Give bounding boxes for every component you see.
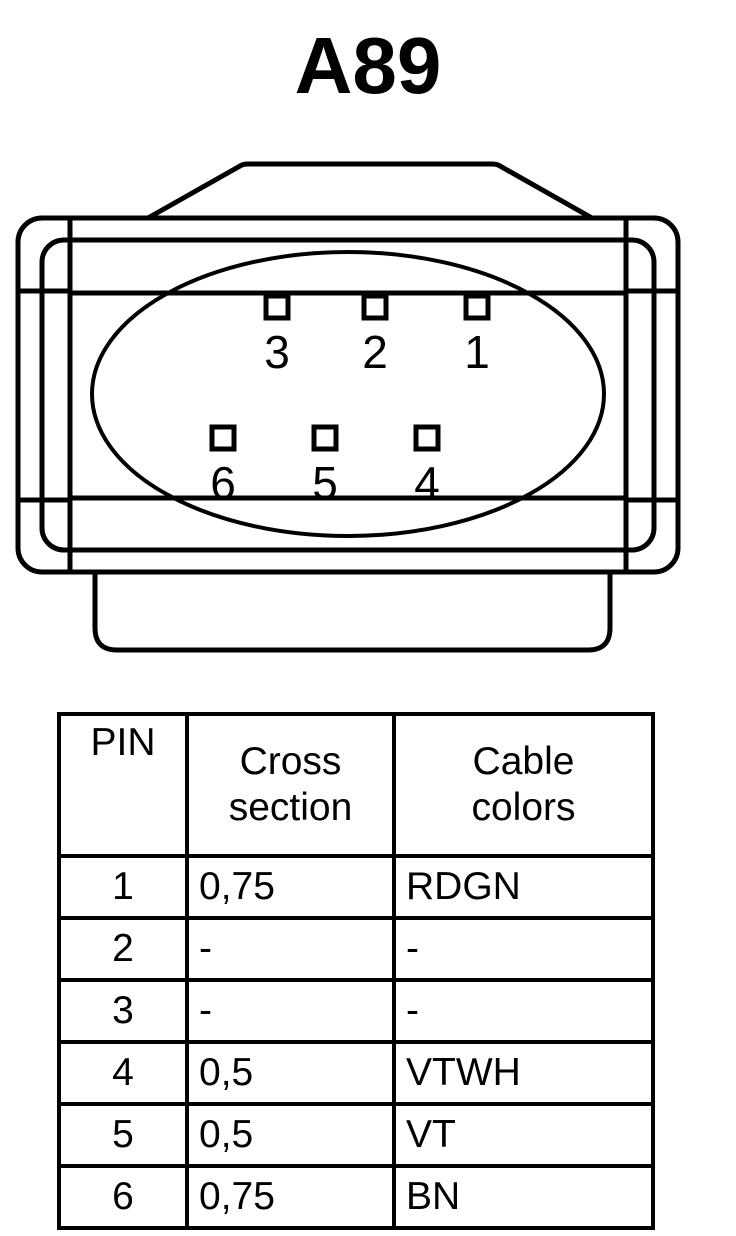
column-header-cross-section-line1: Cross [239, 739, 342, 783]
column-header-cross-section: Cross section [185, 712, 396, 858]
pin-assignment-table: PIN Cross section Cable colors 1 0,75 RD… [57, 712, 655, 1230]
pin-square-4 [413, 424, 441, 452]
table-row: 4 0,5 VTWH [57, 1040, 655, 1106]
pin-square-1 [463, 293, 491, 321]
cell-cross-section: - [185, 978, 396, 1044]
cell-pin: 2 [57, 916, 189, 982]
cell-pin: 4 [57, 1040, 189, 1106]
cell-pin: 5 [57, 1102, 189, 1168]
cell-pin: 6 [57, 1164, 189, 1230]
column-header-cable-colors: Cable colors [392, 712, 655, 858]
pin-label-3: 3 [264, 326, 290, 378]
table-row: 2 - - [57, 916, 655, 982]
pin-label-6: 6 [210, 457, 236, 509]
bottom-cable-boot [92, 572, 613, 653]
table-row: 6 0,75 BN [57, 1164, 655, 1230]
cell-cable-colors: - [392, 978, 655, 1044]
cell-cross-section: 0,75 [185, 1164, 396, 1230]
connector-cavity-oval [90, 250, 606, 538]
cell-cable-colors: VTWH [392, 1040, 655, 1106]
column-header-cross-section-line2: section [228, 786, 353, 829]
pin-label-4: 4 [414, 457, 440, 509]
column-header-cable-colors-line1: Cable [472, 739, 575, 783]
cell-cable-colors: VT [392, 1102, 655, 1168]
pin-square-5 [311, 424, 339, 452]
top-latch-tab [146, 161, 594, 221]
pin-label-5: 5 [312, 457, 338, 509]
connector-inner-housing [39, 237, 657, 553]
cell-cable-colors: BN [392, 1164, 655, 1230]
column-header-pin: PIN [57, 712, 189, 858]
cell-pin: 3 [57, 978, 189, 1044]
cell-cross-section: - [185, 916, 396, 982]
connector-outer-housing [15, 215, 681, 575]
pin-label-1: 1 [464, 326, 490, 378]
pin-square-6 [209, 424, 237, 452]
cell-cross-section: 0,5 [185, 1040, 396, 1106]
column-header-cable-colors-line2: colors [471, 786, 576, 829]
page-title: A89 [294, 21, 442, 110]
cell-pin: 1 [57, 854, 189, 920]
pin-square-2 [361, 293, 389, 321]
cell-cross-section: 0,5 [185, 1102, 396, 1168]
table-header-row: PIN Cross section Cable colors [57, 712, 655, 858]
table-row: 3 - - [57, 978, 655, 1044]
pin-square-3 [263, 293, 291, 321]
table-row: 1 0,75 RDGN [57, 854, 655, 920]
cell-cross-section: 0,75 [185, 854, 396, 920]
table-row: 5 0,5 VT [57, 1102, 655, 1168]
cell-cable-colors: RDGN [392, 854, 655, 920]
cell-cable-colors: - [392, 916, 655, 982]
connector-diagram: 3 2 1 6 5 4 [0, 150, 736, 670]
pin-label-2: 2 [362, 326, 388, 378]
